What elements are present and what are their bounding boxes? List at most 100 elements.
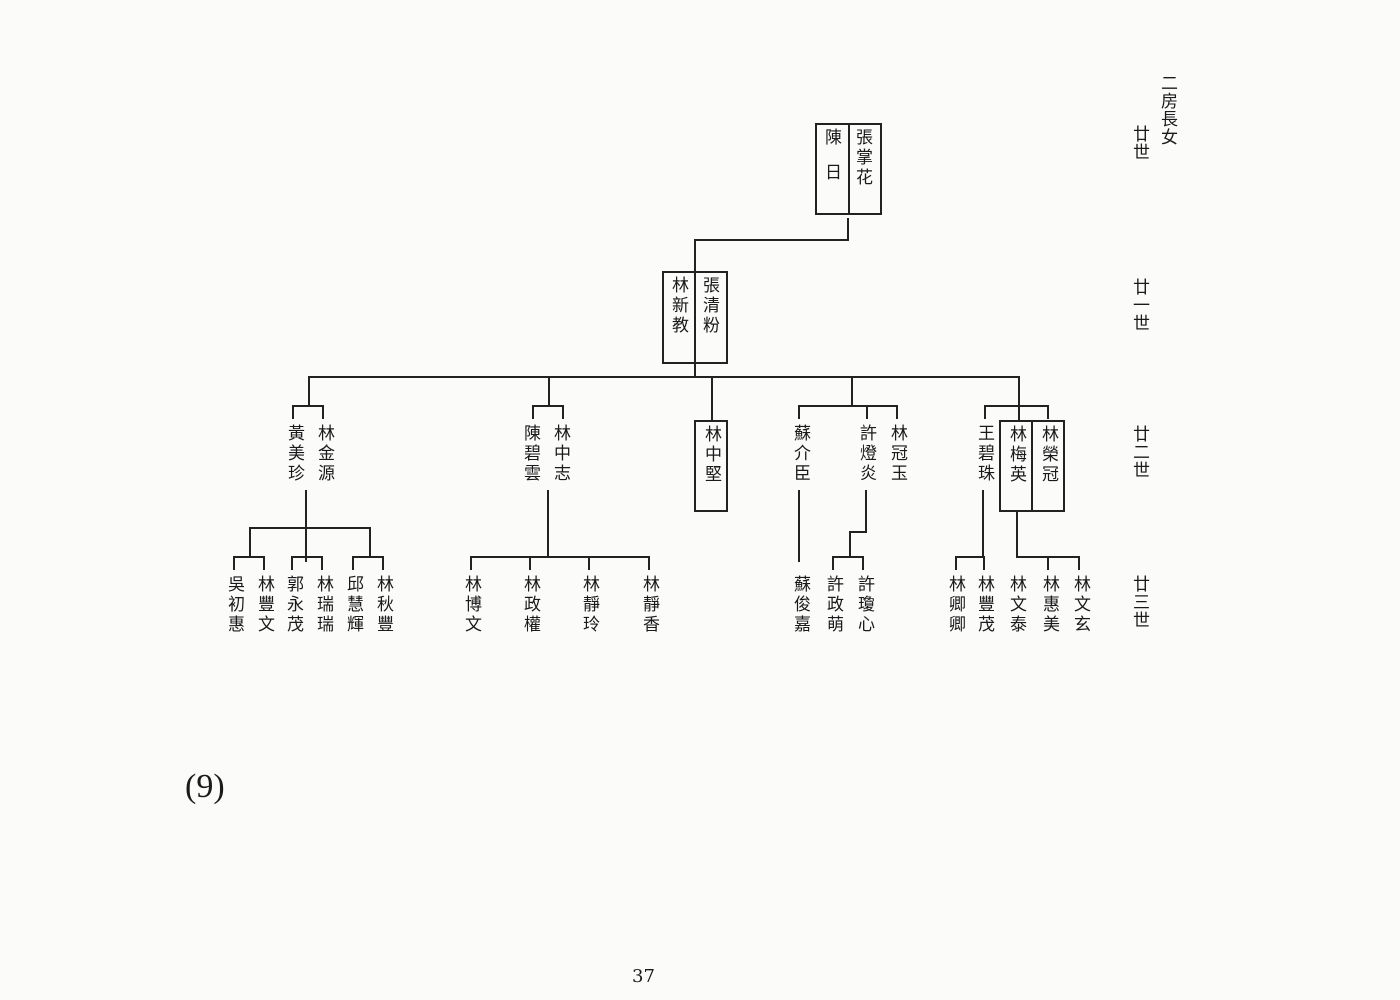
connector [862, 556, 864, 570]
connector [470, 556, 472, 570]
gen21-person-a: 張清粉 [699, 276, 719, 336]
connector [849, 531, 851, 557]
generation-label-20: 廿世 [1129, 125, 1149, 161]
gen23-g2-child: 林靜香 [639, 575, 659, 635]
connector [352, 556, 354, 570]
gen23-g5-child: 林卿卿 [945, 575, 965, 635]
connector [866, 405, 868, 419]
connector [308, 376, 310, 406]
gen22-g4-person-c: 蘇介臣 [790, 424, 810, 484]
connector [249, 527, 251, 557]
connector [694, 239, 849, 241]
connector [233, 556, 265, 558]
connector [529, 556, 531, 570]
connector [1078, 556, 1080, 570]
connector [798, 405, 800, 419]
connector [1016, 512, 1018, 558]
gen22-g5-person-b: 林梅英 [1006, 425, 1026, 485]
gen23-g2-child: 林政權 [520, 575, 540, 635]
connector [694, 364, 696, 378]
gen22-g1-person-a: 林金源 [314, 424, 334, 484]
connector [291, 556, 293, 570]
connector [832, 556, 834, 570]
gen23-g1-child: 郭永茂 [283, 575, 303, 635]
gen22-g2-person-a: 林中志 [550, 424, 570, 484]
connector [547, 490, 549, 558]
gen23-g1-child: 林秋豐 [373, 575, 393, 635]
gen20-person-b: 陳日 [821, 128, 841, 198]
generation-label-23: 廿三世 [1129, 575, 1149, 629]
generation-label-22: 廿二世 [1129, 425, 1149, 479]
gen23-g1-child: 林瑞瑞 [313, 575, 333, 635]
gen22-g2-person-b: 陳碧雲 [520, 424, 540, 484]
gen23-g4-child: 許瓊心 [854, 575, 874, 635]
connector [798, 490, 800, 562]
side-label: 二房長女 [1157, 74, 1177, 146]
connector [321, 556, 323, 570]
gen22-g4-person-a: 林冠玉 [887, 424, 907, 484]
connector [955, 556, 985, 558]
connector [562, 405, 564, 419]
gen20-person-a: 張掌花 [852, 128, 872, 188]
gen23-g2-child: 林博文 [461, 575, 481, 635]
connector [1018, 376, 1020, 420]
connector [832, 556, 864, 558]
connector [292, 405, 324, 407]
connector [305, 490, 307, 562]
gen23-g2-child: 林靜玲 [579, 575, 599, 635]
connector [548, 376, 550, 406]
connector [984, 405, 986, 419]
page-number: 37 [632, 966, 655, 987]
gen23-g5-child: 林惠美 [1039, 575, 1059, 635]
connector [369, 527, 371, 557]
connector [263, 556, 265, 570]
gen23-g4-child: 許政萌 [823, 575, 843, 635]
gen22-g3-box [694, 420, 728, 512]
connector [955, 556, 957, 570]
gen22-g5-person-c: 王碧珠 [974, 424, 994, 484]
gen22-g3-person-a: 林中堅 [701, 425, 721, 485]
gen23-g1-child: 林豐文 [254, 575, 274, 635]
connector [292, 405, 294, 419]
connector [711, 376, 713, 420]
gen23-g1-child: 邱慧輝 [343, 575, 363, 635]
connector [982, 490, 984, 558]
gen22-g5-person-a: 林榮冠 [1038, 425, 1058, 485]
connector [588, 556, 590, 570]
connector [352, 556, 384, 558]
connector [291, 556, 323, 558]
generation-label-21: 廿一世 [1129, 278, 1149, 332]
gen23-g5-child: 林文玄 [1070, 575, 1090, 635]
connector [849, 531, 867, 533]
gen21-box-divider [694, 271, 696, 364]
connector [648, 556, 650, 570]
gen21-person-b: 林新教 [668, 276, 688, 336]
gen22-g4-person-b: 許燈炎 [856, 424, 876, 484]
connector [470, 556, 650, 558]
gen23-g5-child: 林文泰 [1006, 575, 1026, 635]
connector [532, 405, 534, 419]
connector [896, 405, 898, 419]
connector [532, 405, 564, 407]
connector [1047, 405, 1049, 419]
connector [308, 376, 1020, 378]
gen20-box-divider [848, 123, 850, 215]
figure-label: (9) [185, 768, 225, 805]
gen23-g4-child: 蘇俊嘉 [790, 575, 810, 635]
connector [865, 490, 867, 532]
connector [847, 218, 849, 241]
connector [322, 405, 324, 419]
connector [249, 527, 371, 529]
gen23-g1-child: 吳初惠 [224, 575, 244, 635]
gen23-g5-child: 林豐茂 [974, 575, 994, 635]
connector [694, 239, 696, 271]
connector [851, 376, 853, 406]
connector [1047, 556, 1049, 570]
connector [233, 556, 235, 570]
gen22-g1-person-b: 黃美珍 [284, 424, 304, 484]
connector [382, 556, 384, 570]
connector [798, 405, 898, 407]
connector [984, 405, 1048, 407]
connector [983, 556, 985, 570]
gen22-g5-box-divider [1031, 420, 1033, 512]
